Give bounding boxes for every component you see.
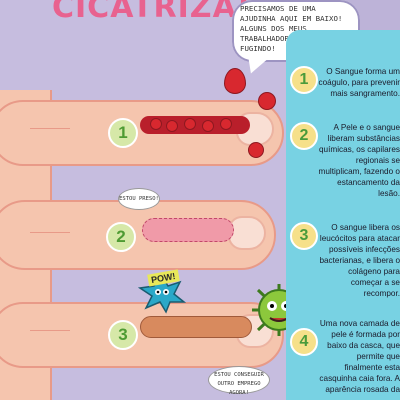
finger-3-number: 3 — [108, 320, 138, 350]
speech-bubble-new-job: ESTOU CONSEGUIR OUTRO EMPREGO AGORA! — [208, 366, 270, 396]
capillary-wound — [142, 218, 234, 242]
speech-bubble-text: PRECISAMOS DE UMA AJUDINHA AQUI EM BAIXO… — [240, 4, 343, 53]
finger-3-crease — [30, 330, 70, 331]
step-4-text: Uma nova camada de pele é formada por ba… — [319, 319, 400, 394]
blood-cell — [224, 68, 246, 94]
step-1-number: 1 — [290, 66, 318, 94]
blood-cell — [184, 118, 196, 130]
blood-cell — [150, 118, 162, 130]
step-4-number: 4 — [290, 328, 318, 356]
step-2-number: 2 — [290, 122, 318, 150]
blood-cell — [220, 118, 232, 130]
speech-bubble-trapped: ESTOU PRESO! — [118, 188, 160, 210]
step-1-text: O Sangue forma um coágulo, para prevenir… — [318, 67, 400, 98]
blood-cell — [258, 92, 276, 110]
finger-1-number: 1 — [108, 118, 138, 148]
step-3-number: 3 — [290, 222, 318, 250]
finger-2-nail — [228, 216, 266, 250]
finger-1-nail — [236, 112, 274, 146]
finger-1-crease — [30, 128, 70, 129]
blood-cell — [166, 120, 178, 132]
step-3-text: O sangue libera os leucócitos para ataca… — [319, 223, 400, 298]
finger-2-crease — [30, 232, 70, 233]
finger-2-number: 2 — [106, 222, 136, 252]
blood-cell — [248, 142, 264, 158]
healing-wound — [140, 316, 252, 338]
blue-germ-icon — [138, 274, 186, 314]
page-title: CICATRIZA! — [52, 0, 252, 25]
step-2-text: A Pele e o sangue liberam substâncias qu… — [318, 123, 400, 198]
blood-cell — [202, 120, 214, 132]
